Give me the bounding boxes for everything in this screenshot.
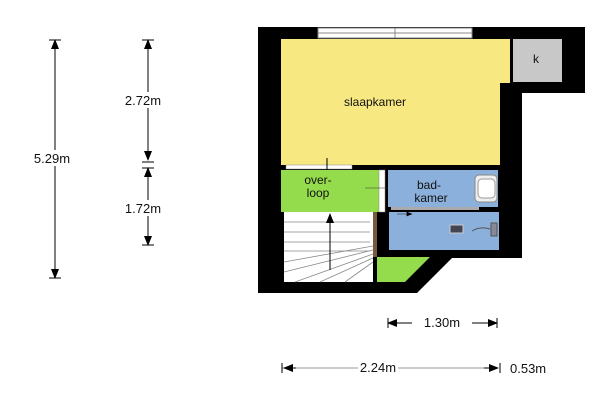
shower-head-icon: [471, 227, 491, 232]
room-overloop-corner: [377, 257, 430, 282]
room-slaapkamer-alcove: [500, 39, 510, 83]
stair-steps: [283, 221, 374, 283]
room-slaapkamer: [281, 39, 500, 165]
label-overloop-2: loop: [307, 186, 330, 200]
drain-icon: [449, 224, 464, 234]
dim-badkamer-width-label: 1.30m: [424, 315, 460, 330]
door-badkamer: [378, 169, 386, 213]
dim-total-width-label: 2.24m: [360, 360, 396, 375]
sink-basin: [477, 178, 496, 199]
door-slaapkamer: [285, 164, 353, 170]
label-badkamer-2: kamer: [414, 191, 447, 205]
dim-total-height-label: 5.29m: [34, 151, 70, 166]
room-badkamer-shower: [389, 212, 499, 250]
dim-slaapkamer-height-label: 2.72m: [125, 93, 161, 108]
label-slaapkamer: slaapkamer: [344, 95, 406, 109]
shower-screen: [391, 207, 479, 210]
stair-rail: [373, 212, 377, 257]
label-badkamer-1: bad-: [417, 178, 441, 192]
room-k: [513, 39, 562, 82]
label-k: k: [533, 52, 540, 66]
room-overloop: [281, 170, 379, 212]
label-overloop-1: over-: [304, 173, 331, 187]
dim-extra-width-label: 0.53m: [510, 361, 546, 376]
shower-tap-icon: [490, 222, 498, 237]
dim-overloop-height-label: 1.72m: [125, 201, 161, 216]
